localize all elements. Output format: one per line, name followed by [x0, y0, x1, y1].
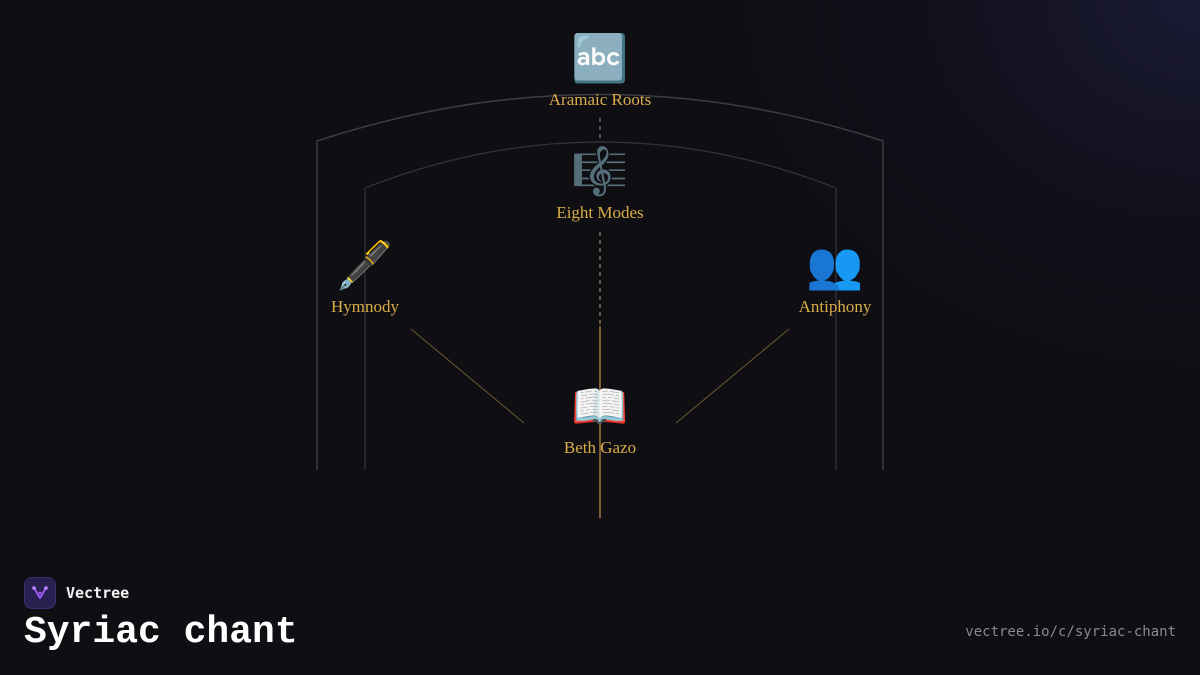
node-beth-gazo[interactable]: 📖 Beth Gazo	[520, 378, 680, 458]
musical-score-icon: 🎼	[571, 144, 629, 198]
branch-antiphony	[675, 328, 790, 424]
page-url[interactable]: vectree.io/c/syriac-chant	[965, 624, 1176, 640]
node-label: Antiphony	[798, 297, 872, 316]
node-label: Aramaic Roots	[548, 90, 652, 109]
node-label: Hymnody	[331, 297, 399, 316]
node-hymnody[interactable]: 🖋️ Hymnody	[285, 237, 445, 317]
node-antiphony[interactable]: 👥 Antiphony	[755, 237, 915, 317]
fountain-pen-icon: 🖋️	[336, 238, 394, 292]
node-eight-modes[interactable]: 🎼 Eight Modes	[520, 143, 680, 223]
inner-arch	[364, 141, 837, 470]
page-title: Syriac chant	[24, 611, 298, 654]
open-book-icon: 📖	[571, 379, 629, 433]
node-aramaic-roots[interactable]: 🔤 Aramaic Roots	[520, 30, 680, 110]
people-icon: 👥	[806, 238, 864, 292]
brand-name: Vectree	[66, 584, 130, 602]
abc-letters-icon: 🔤	[571, 31, 629, 85]
branch-hymnody	[410, 328, 525, 424]
node-label: Beth Gazo	[563, 438, 637, 457]
vectree-logo-icon	[24, 577, 56, 609]
node-label: Eight Modes	[556, 203, 644, 222]
brand[interactable]: Vectree	[24, 577, 129, 609]
outer-arch	[316, 93, 884, 470]
